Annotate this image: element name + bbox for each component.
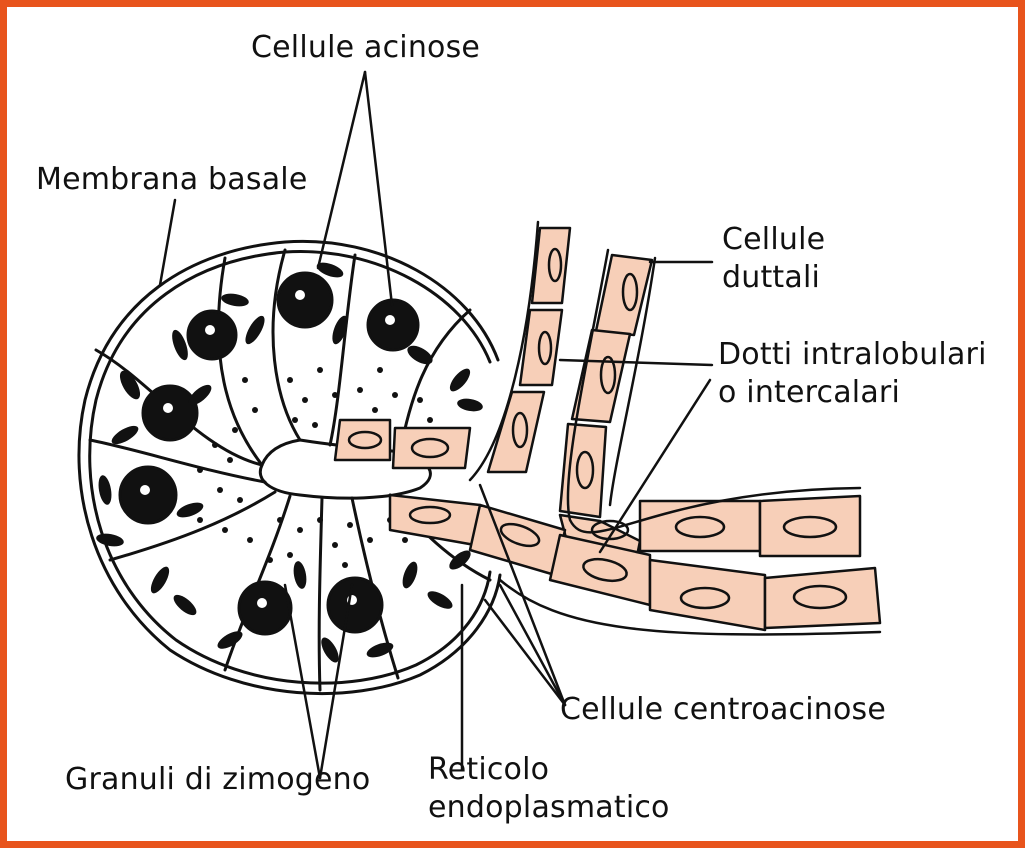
label-reticolo-line1: Reticolo <box>428 752 549 788</box>
label-dotti-line2: o intercalari <box>718 375 900 411</box>
label-cellule-duttali-line1: Cellule <box>722 222 825 258</box>
label-granuli-di-zimogeno: Granuli di zimogeno <box>65 762 370 798</box>
label-membrana-basale: Membrana basale <box>36 162 308 198</box>
label-reticolo-line2: endoplasmatico <box>428 790 670 826</box>
label-cellule-duttali-line2: duttali <box>722 260 820 296</box>
label-dotti-line1: Dotti intralobulari <box>718 337 987 373</box>
label-cellule-acinose: Cellule acinose <box>251 30 480 66</box>
label-cellule-centroacinose: Cellule centroacinose <box>560 692 886 728</box>
